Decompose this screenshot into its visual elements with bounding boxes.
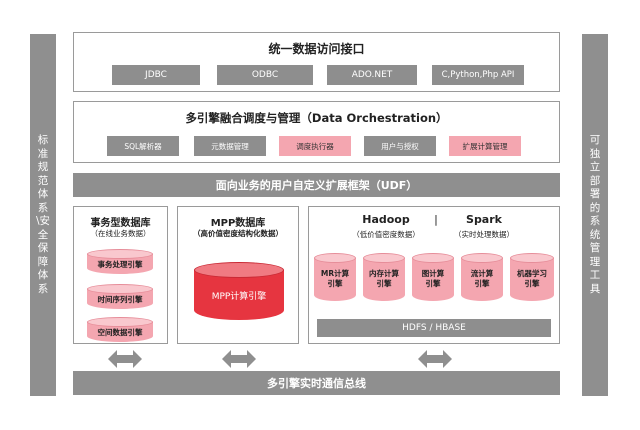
bigdata-panel: Hadoop （低价值密度数据） | Spark （实时处理数据） MR计算引擎… bbox=[308, 206, 560, 344]
ml-engine-cylinder: 机器学习引擎 bbox=[510, 253, 554, 301]
right-sidebar-text: 可独立部署的系统管理工具 bbox=[589, 134, 601, 295]
mpp-engine-cylinder: MPP计算引擎 bbox=[194, 262, 284, 320]
sql-parser-box: SQL解析器 bbox=[107, 136, 179, 156]
api-box: C,Python,Php API bbox=[432, 65, 524, 85]
communication-bus-bar: 多引擎实时通信总线 bbox=[73, 371, 560, 395]
adonet-box: ADO.NET bbox=[327, 65, 417, 85]
transactional-db-panel: 事务型数据库 （在线业务数据） 事务处理引擎 时间序列引擎 空间数据引擎 bbox=[73, 206, 168, 344]
stream-engine-label-2: 引擎 bbox=[474, 279, 490, 288]
timeseries-engine-label: 时间序列引擎 bbox=[97, 295, 143, 304]
udf-bar: 面向业务的用户自定义扩展框架（UDF） bbox=[73, 173, 560, 197]
odbc-box: ODBC bbox=[217, 65, 313, 85]
scheduler-box: 调度执行器 bbox=[279, 136, 351, 156]
memory-engine-label-1: 内存计算 bbox=[369, 269, 399, 278]
stream-engine-label-1: 流计算 bbox=[470, 269, 494, 278]
transactional-bus-arrow bbox=[108, 350, 142, 368]
timeseries-engine-cylinder: 时间序列引擎 bbox=[87, 284, 153, 309]
orchestration-layer-panel: 多引擎融合调度与管理（Data Orchestration） SQL解析器 元数… bbox=[73, 101, 560, 163]
left-sidebar-text: 标准规范体系\安全保障体系 bbox=[36, 134, 51, 295]
access-layer-panel: 统一数据访问接口 JDBC ODBC ADO.NET C,Python,Php … bbox=[73, 32, 560, 92]
spatial-engine-cylinder: 空间数据引擎 bbox=[87, 317, 153, 342]
transaction-engine-label: 事务处理引擎 bbox=[97, 260, 143, 269]
ml-engine-label-1: 机器学习 bbox=[517, 269, 547, 278]
spark-title: Spark bbox=[466, 213, 502, 226]
spark-subtitle: （实时处理数据） bbox=[454, 230, 514, 239]
graph-engine-label-1: 图计算 bbox=[421, 269, 445, 278]
stream-engine-cylinder: 流计算引擎 bbox=[461, 253, 503, 301]
user-auth-box: 用户与授权 bbox=[364, 136, 436, 156]
title-separator: | bbox=[434, 213, 438, 226]
metadata-mgmt-box: 元数据管理 bbox=[194, 136, 266, 156]
memory-engine-cylinder: 内存计算引擎 bbox=[363, 253, 405, 301]
right-sidebar: 可独立部署的系统管理工具 bbox=[582, 34, 608, 396]
mpp-db-panel: MPP数据库 （高价值密度结构化数据） MPP计算引擎 bbox=[177, 206, 299, 344]
orchestration-layer-title: 多引擎融合调度与管理（Data Orchestration） bbox=[185, 111, 448, 125]
hdfs-hbase-bar: HDFS / HBASE bbox=[317, 319, 551, 337]
mpp-db-subtitle: （高价值密度结构化数据） bbox=[193, 229, 283, 238]
hadoop-subtitle: （低价值密度数据） bbox=[352, 230, 420, 239]
jdbc-box: JDBC bbox=[112, 65, 200, 85]
access-layer-title: 统一数据访问接口 bbox=[268, 42, 365, 56]
transactional-db-subtitle: （在线业务数据） bbox=[90, 229, 151, 238]
bigdata-bus-arrow bbox=[418, 350, 452, 368]
graph-engine-cylinder: 图计算引擎 bbox=[412, 253, 454, 301]
ml-engine-label-2: 引擎 bbox=[524, 279, 540, 288]
left-sidebar: 标准规范体系\安全保障体系 bbox=[30, 34, 56, 396]
mr-engine-cylinder: MR计算引擎 bbox=[314, 253, 356, 301]
spatial-engine-label: 空间数据引擎 bbox=[97, 328, 143, 337]
mpp-bus-arrow bbox=[222, 350, 256, 368]
graph-engine-label-2: 引擎 bbox=[425, 279, 441, 288]
hadoop-title: Hadoop bbox=[362, 213, 410, 226]
mpp-db-title: MPP数据库 bbox=[210, 218, 266, 229]
transactional-db-title: 事务型数据库 bbox=[90, 218, 151, 229]
ext-compute-box: 扩展计算管理 bbox=[449, 136, 521, 156]
mr-engine-label-1: MR计算 bbox=[320, 269, 350, 278]
transaction-engine-cylinder: 事务处理引擎 bbox=[87, 249, 153, 274]
memory-engine-label-2: 引擎 bbox=[376, 279, 392, 288]
mpp-engine-label: MPP计算引擎 bbox=[211, 292, 267, 302]
mr-engine-label-2: 引擎 bbox=[327, 279, 343, 288]
